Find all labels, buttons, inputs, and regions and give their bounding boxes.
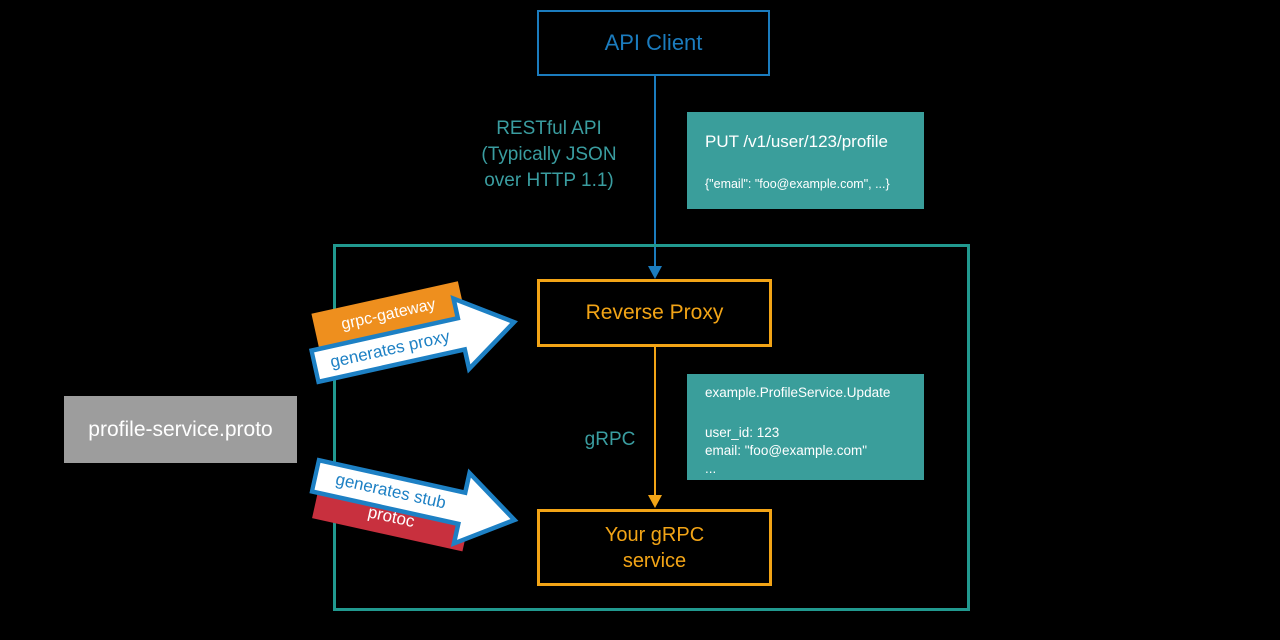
block-arrow-icon (308, 295, 518, 385)
grpc-request-line3: ... (705, 461, 717, 476)
grpc-edge-label: gRPC (584, 429, 636, 450)
grpc-gateway-arrow-group: grpc-gateway generates proxy (301, 269, 529, 416)
api-client-label: API Client (604, 30, 703, 55)
rest-connector-arrowhead-icon (648, 266, 662, 279)
protoc-arrow-group: protoc generates stub (301, 429, 529, 576)
rest-connector-line (654, 76, 656, 267)
grpc-connector-line (654, 347, 656, 496)
grpc-service-label-line1: Your gRPC (604, 523, 705, 546)
grpc-connector-arrowhead-icon (648, 495, 662, 508)
rest-request-body: {"email": "foo@example.com", ...} (705, 177, 890, 191)
grpc-service-label: Your gRPC service (605, 522, 704, 574)
node-api-client: API Client (537, 10, 770, 76)
block-arrow-icon (309, 457, 519, 548)
proto-file-label: profile-service.proto (88, 417, 273, 441)
rest-api-label-line2: (Typically JSON (481, 144, 617, 165)
gateway-boundary-box (333, 244, 970, 611)
grpc-request-line1: user_id: 123 (705, 425, 780, 440)
rest-api-label-line3: over HTTP 1.1) (484, 170, 614, 191)
node-proto-file: profile-service.proto (64, 396, 297, 463)
rest-request-title: PUT /v1/user/123/profile (705, 132, 888, 151)
rest-api-edge-label: RESTful API (Typically JSON over HTTP 1.… (443, 116, 655, 194)
grpc-request-payload: example.ProfileService.Update user_id: 1… (687, 374, 924, 480)
rest-api-label-line1: RESTful API (496, 118, 602, 139)
reverse-proxy-label: Reverse Proxy (585, 301, 724, 324)
node-grpc-service: Your gRPC service (537, 509, 772, 586)
grpc-request-line2: email: "foo@example.com" (705, 443, 868, 458)
rest-request-payload: PUT /v1/user/123/profile {"email": "foo@… (687, 112, 924, 209)
grpc-service-label-line2: service (622, 549, 687, 572)
node-reverse-proxy: Reverse Proxy (537, 279, 772, 347)
grpc-request-title: example.ProfileService.Update (705, 385, 891, 400)
